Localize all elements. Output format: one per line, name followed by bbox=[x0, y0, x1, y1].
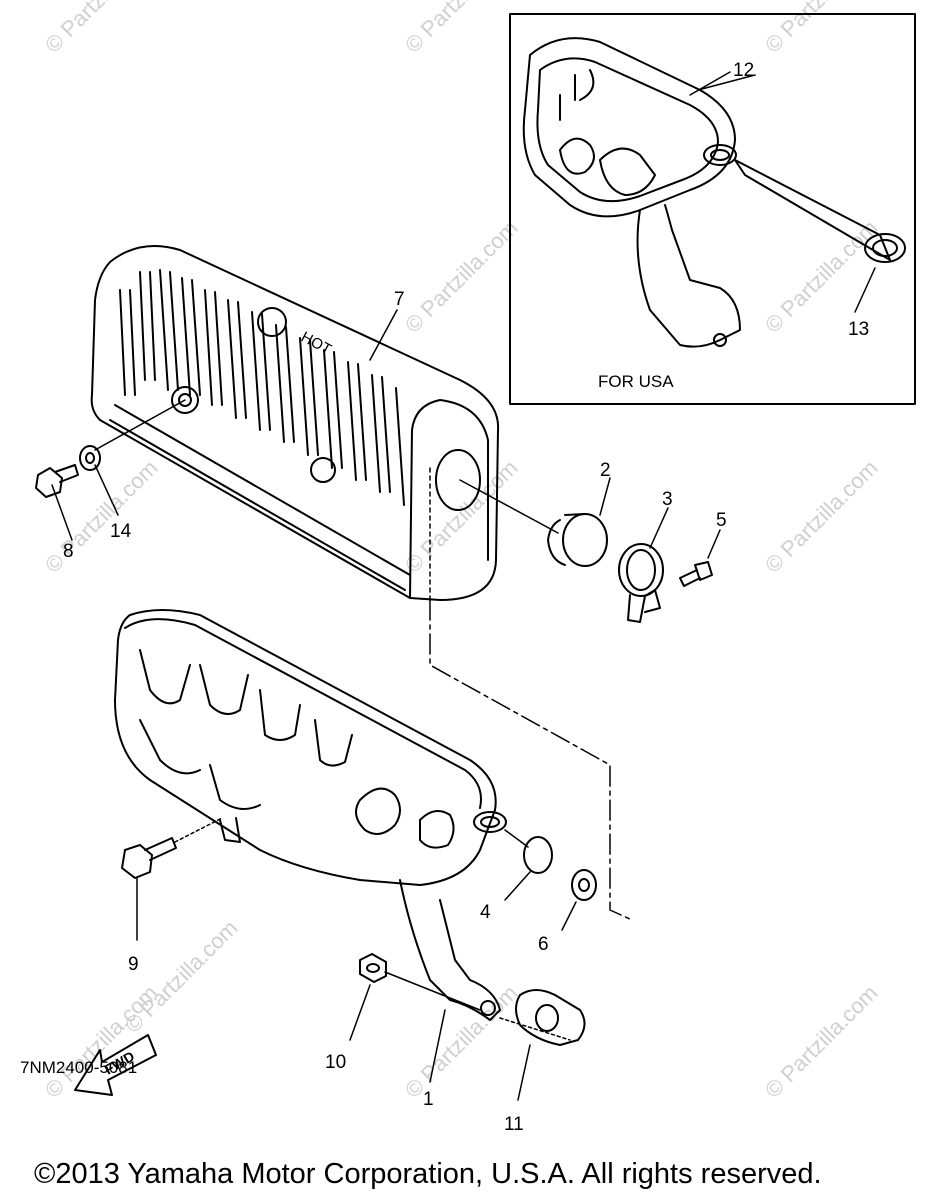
callout-14: 14 bbox=[110, 521, 132, 542]
callout-3: 3 bbox=[662, 489, 673, 510]
callout-8: 8 bbox=[63, 541, 74, 562]
callout-7: 7 bbox=[394, 289, 405, 310]
callout-11: 11 bbox=[504, 1114, 524, 1135]
part-14-washer bbox=[79, 445, 101, 471]
copyright-notice: ©2013 Yamaha Motor Corporation, U.S.A. A… bbox=[34, 1158, 822, 1190]
muffler-drawing bbox=[114, 609, 507, 886]
callout-5: 5 bbox=[716, 510, 727, 531]
part-5-screw bbox=[679, 561, 713, 587]
callout-4: 4 bbox=[480, 902, 491, 923]
callout-1: 1 bbox=[423, 1089, 434, 1110]
diagram-code: 7NM2400-5081 bbox=[20, 1058, 138, 1077]
inset-muffler-drawing bbox=[522, 37, 741, 348]
callout-2: 2 bbox=[600, 460, 611, 481]
part-3-clamp bbox=[618, 543, 664, 623]
part-10-nut bbox=[359, 953, 387, 983]
part-8-bolt bbox=[35, 464, 79, 498]
inset-label: FOR USA bbox=[598, 372, 674, 391]
part-1-head-pipe bbox=[399, 879, 501, 1021]
part-6-washer bbox=[571, 869, 597, 901]
callout-9: 9 bbox=[128, 954, 139, 975]
callout-12: 12 bbox=[733, 60, 754, 81]
part-11-gasket bbox=[515, 989, 586, 1046]
part-4-plug bbox=[523, 836, 553, 874]
callout-10: 10 bbox=[325, 1052, 346, 1073]
heat-shield-marking: HOT bbox=[298, 329, 334, 359]
inset-frame bbox=[509, 13, 916, 405]
part-2-cap bbox=[547, 513, 608, 567]
part-7-heat-shield bbox=[90, 245, 500, 601]
part-9-bolt bbox=[121, 837, 177, 879]
callout-13: 13 bbox=[848, 319, 869, 340]
callout-6: 6 bbox=[538, 934, 549, 955]
part-13-tailpipe-cone bbox=[734, 159, 906, 263]
fwd-arrow-icon bbox=[74, 1034, 157, 1096]
